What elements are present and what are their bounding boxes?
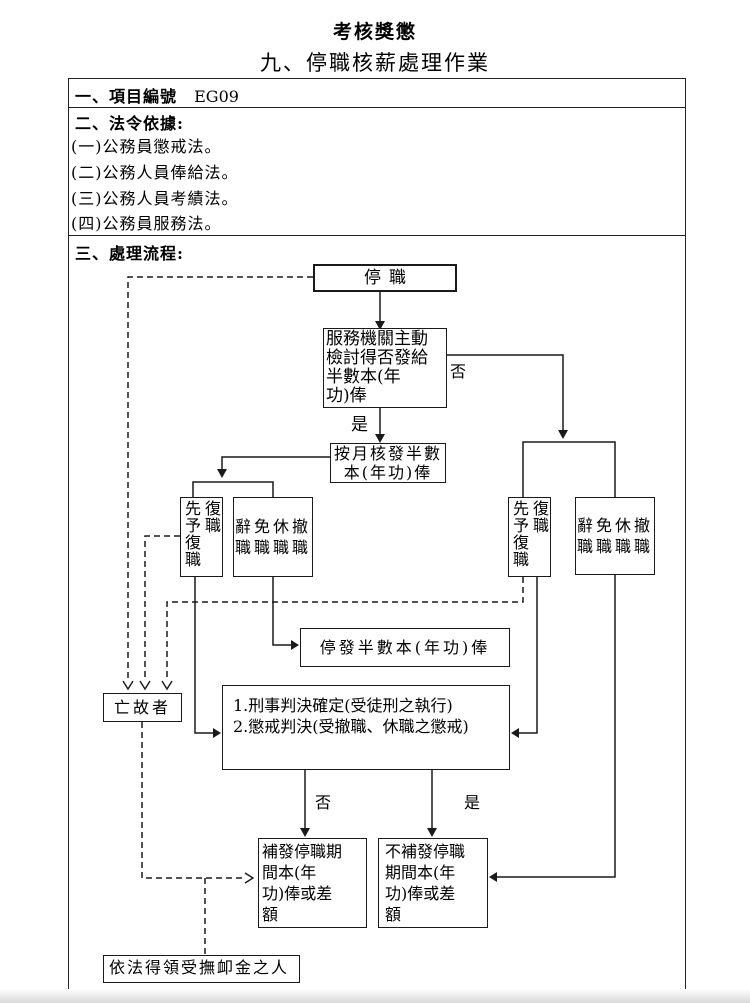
legal-item: (二)公務人員俸給法。 bbox=[71, 163, 239, 182]
flow-node-suspension: 停職 bbox=[313, 264, 457, 292]
legal-item: (三)公務人員考績法。 bbox=[71, 189, 239, 208]
flow-node-reinstatement-left: 先予復職 復職 bbox=[180, 497, 223, 577]
flow-node-suspension-label: 停職 bbox=[364, 268, 414, 288]
branch-label-no-bottom: 否 bbox=[315, 793, 332, 812]
item-number-row: 一、項目編號 EG09 bbox=[75, 83, 239, 107]
page-edge-shadow bbox=[0, 989, 750, 1003]
flow-node-pension-recipient: 依法得領受撫卹金之人 bbox=[103, 955, 300, 983]
row-separator-2 bbox=[68, 235, 686, 236]
item-number-label: 一、項目編號 bbox=[75, 87, 178, 106]
flow-node-deceased: 亡故者 bbox=[103, 693, 182, 722]
flow-node-separation-right: 辭免休撤 職職職職 bbox=[575, 497, 655, 575]
item-number-value: EG09 bbox=[194, 87, 239, 106]
flow-node-no-reissue-pay: 不補發停職 期間本(年 功)俸或差 額 bbox=[378, 838, 488, 928]
page-subtitle: 九、停職核薪處理作業 bbox=[260, 51, 490, 75]
legal-basis-label: 二、法令依據: bbox=[75, 114, 184, 133]
flow-node-reissue-pay: 補發停職期 間本(年 功)俸或差 額 bbox=[258, 838, 367, 928]
branch-label-yes-bottom: 是 bbox=[464, 793, 481, 812]
row-separator-1 bbox=[68, 107, 686, 108]
legal-item: (一)公務員懲戒法。 bbox=[71, 137, 222, 156]
branch-label-yes-top: 是 bbox=[351, 415, 368, 435]
process-label: 三、處理流程: bbox=[75, 244, 184, 263]
flow-node-monthly-half-pay: 按月核發半數 本(年功)俸 bbox=[330, 443, 446, 483]
page-title: 考核獎懲 bbox=[332, 21, 417, 43]
branch-label-no-top: 否 bbox=[450, 362, 467, 381]
flow-node-stop-half-pay: 停發半數本(年功)俸 bbox=[300, 628, 510, 667]
flow-node-reinstatement-right: 先予復職 復職 bbox=[508, 497, 551, 577]
legal-item: (四)公務員服務法。 bbox=[71, 214, 222, 233]
flow-node-separation-left: 辭免休撤 職職職職 bbox=[233, 497, 313, 577]
flow-node-agency-review: 服務機關主動 檢討得否發給 半數本(年 功)俸 bbox=[323, 328, 447, 408]
flow-node-judgment: 1.刑事判決確定(受徒刑之執行) 2.懲戒判決(受撤職、休職之懲戒) bbox=[222, 685, 510, 770]
